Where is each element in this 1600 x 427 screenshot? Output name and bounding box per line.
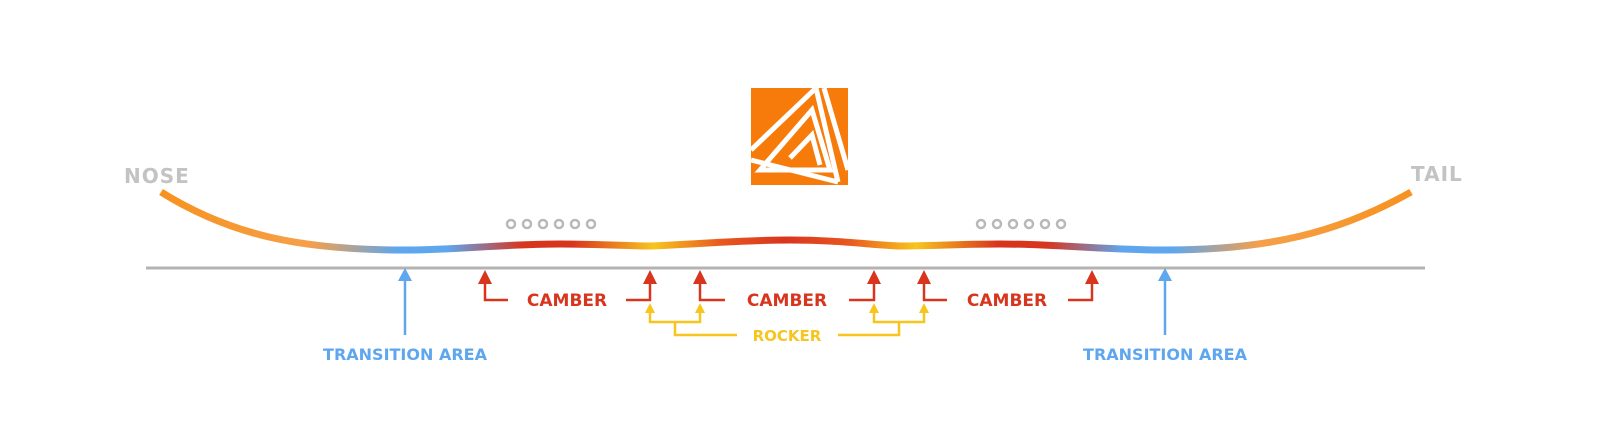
rocker-label: ROCKER (753, 327, 822, 345)
camber-label-center: CAMBER (747, 291, 827, 311)
rocker-arrowheads (645, 303, 929, 313)
nose-label: NOSE (124, 164, 190, 188)
camber-bracket-center (698, 282, 876, 302)
board-profile-line (159, 188, 1413, 254)
transition-arrow-right (1158, 268, 1172, 335)
transition-arrow-left (398, 268, 412, 335)
camber-bracket-left (483, 282, 652, 302)
camber-arrowheads (478, 270, 1099, 284)
triangle-logo-icon (749, 86, 851, 185)
insert-holes-icon (505, 218, 1067, 230)
transition-label-right: TRANSITION AREA (1083, 345, 1248, 364)
camber-bracket-right (922, 282, 1094, 302)
camber-label-right: CAMBER (967, 291, 1047, 311)
camber-label-left: CAMBER (527, 291, 607, 311)
tail-label: TAIL (1411, 162, 1463, 186)
rocker-bracket (648, 312, 926, 337)
transition-label-left: TRANSITION AREA (323, 345, 488, 364)
